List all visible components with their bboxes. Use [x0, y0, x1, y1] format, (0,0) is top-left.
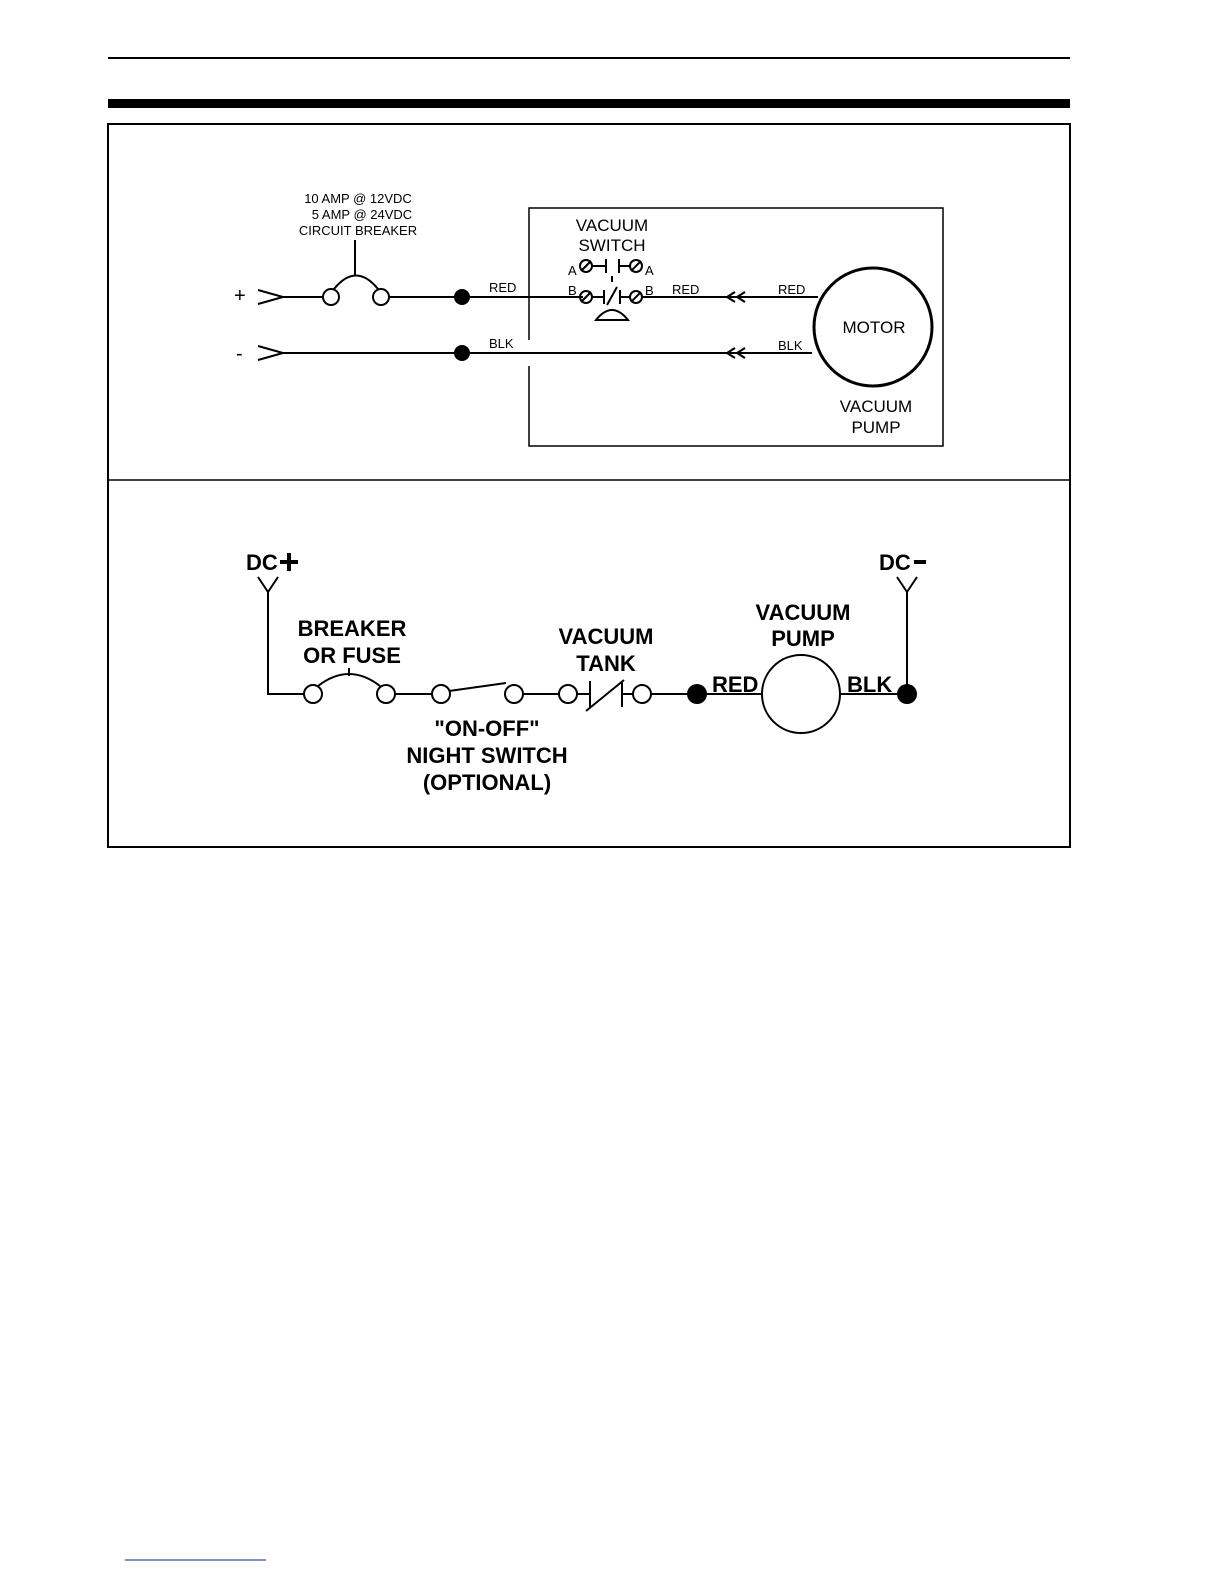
breaker-arc [334, 276, 378, 290]
breaker-caption: CIRCUIT BREAKER [299, 223, 417, 238]
contact-b-slash [607, 287, 617, 305]
night-switch-label-2: NIGHT SWITCH [406, 743, 567, 768]
terminal-a-right-label: A [645, 263, 654, 278]
breaker-terminal-left [304, 685, 322, 703]
breaker-terminal-right [373, 289, 389, 305]
vacuum-pump-label-2: PUMP [771, 626, 835, 651]
terminal-a-right-slash [631, 261, 641, 271]
terminal-a-left-slash [581, 261, 591, 271]
red-wire-label-3: RED [778, 282, 805, 297]
terminal-b-left-label: B [568, 283, 577, 298]
vacuum-pump-label-1: VACUUM [840, 397, 912, 416]
blk-wire-label-2: BLK [778, 338, 803, 353]
vacuum-pump-label-2: PUMP [851, 418, 900, 437]
wiring-diagram-2: DC BREAKER OR FUSE "ON-OFF" NIGHT SWITCH… [246, 550, 926, 795]
night-switch-label-3: (OPTIONAL) [423, 770, 551, 795]
red-wire-label-2: RED [672, 282, 699, 297]
breaker-terminal-right [377, 685, 395, 703]
vacuum-tank-label-1: VACUUM [559, 624, 654, 649]
minus-terminal-label: - [236, 343, 243, 365]
tank-contact-slash [586, 680, 624, 711]
tank-switch-terminal-left [559, 685, 577, 703]
plus-connector-arrow [258, 290, 283, 304]
motor-label: MOTOR [843, 318, 906, 337]
blk-wire-label: BLK [847, 672, 892, 697]
night-switch-blade [449, 683, 506, 691]
breaker-terminal-left [323, 289, 339, 305]
vacuum-switch-label-2: SWITCH [578, 236, 645, 255]
vacuum-tank-label-2: TANK [576, 651, 636, 676]
dc-plus-wire [268, 592, 305, 694]
plus-terminal-label: + [234, 285, 246, 307]
vacuum-switch-label-1: VACUUM [576, 216, 648, 235]
red-wire-label-1: RED [489, 280, 516, 295]
dc-plus-label: DC [246, 550, 278, 575]
switch-diaphragm [596, 310, 628, 320]
terminal-b-right-label: B [645, 283, 654, 298]
breaker-label-2: OR FUSE [303, 643, 401, 668]
breaker-rating-12v: 10 AMP @ 12VDC [304, 191, 412, 206]
red-wire-label: RED [712, 672, 758, 697]
dc-minus-label: DC [879, 550, 911, 575]
minus-junction-dot [454, 345, 470, 361]
night-switch-terminal-right [505, 685, 523, 703]
vacuum-pump-symbol [762, 655, 840, 733]
terminal-b-right-slash [631, 292, 641, 302]
tank-switch-terminal-right [633, 685, 651, 703]
dc-plus-terminal-fork [258, 577, 278, 592]
night-switch-terminal-left [432, 685, 450, 703]
blk-wire-label-1: BLK [489, 336, 514, 351]
wiring-diagram-1: 10 AMP @ 12VDC 5 AMP @ 24VDC CIRCUIT BRE… [234, 191, 943, 446]
header-thick-rule [108, 99, 1070, 108]
minus-connector-arrow [258, 346, 283, 360]
terminal-a-left-label: A [568, 263, 577, 278]
dc-minus-terminal-fork [897, 577, 917, 592]
breaker-rating-24v: 5 AMP @ 24VDC [312, 207, 412, 222]
night-switch-label-1: "ON-OFF" [434, 716, 539, 741]
breaker-label-1: BREAKER [298, 616, 407, 641]
vacuum-pump-label-1: VACUUM [756, 600, 851, 625]
